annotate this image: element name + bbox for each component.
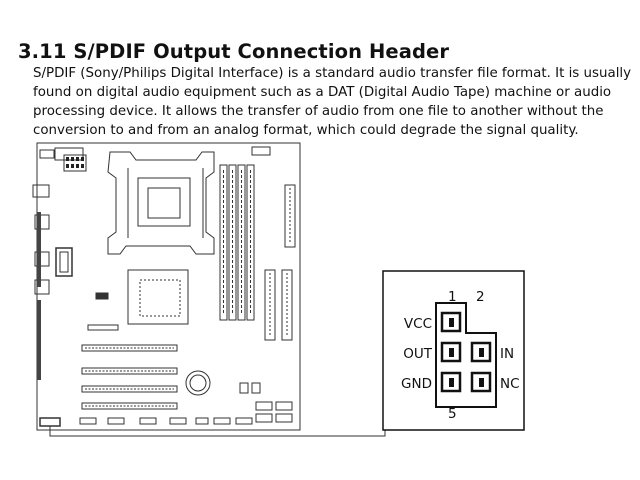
ide-connectors [264, 269, 293, 341]
label-vcc: VCC [404, 316, 432, 332]
cpu-power-connector [63, 154, 87, 172]
bottom-headers [39, 417, 253, 427]
dimm-slots [219, 164, 255, 321]
spdif-pinout-detail: 1 2 5 VCC OUT GND IN NC [382, 270, 525, 431]
rear-io-area [32, 147, 84, 380]
spdif-header-on-board [39, 417, 61, 427]
sata-connectors [255, 401, 293, 423]
description-line: S/PDIF (Sony/Philips Digital Interface) … [33, 66, 632, 81]
cmos-battery [185, 370, 211, 396]
expansion-slots [81, 324, 178, 410]
description-line: processing device. It allows the transfe… [33, 104, 604, 119]
description-line: found on digital audio equipment such as… [33, 85, 612, 100]
header-pins [440, 311, 492, 393]
callout-leader-line [49, 426, 386, 437]
section-title: 3.11 S/PDIF Output Connection Header [18, 40, 450, 63]
board-outline [36, 142, 301, 431]
label-nc: NC [500, 376, 520, 392]
header-body [435, 302, 497, 408]
pin-number-1: 1 [448, 289, 457, 305]
pin-number-2: 2 [476, 289, 485, 305]
chipset [127, 269, 189, 325]
atx-power-connector [284, 184, 296, 248]
cpu-socket [107, 151, 215, 255]
label-out: OUT [403, 346, 433, 362]
label-gnd: GND [401, 376, 432, 392]
section-description: S/PDIF (Sony/Philips Digital Interface) … [33, 64, 633, 140]
description-line: conversion to and from an analog format,… [33, 123, 579, 138]
label-in: IN [500, 346, 514, 362]
pin-number-5: 5 [448, 406, 457, 422]
motherboard-diagram [32, 142, 386, 437]
